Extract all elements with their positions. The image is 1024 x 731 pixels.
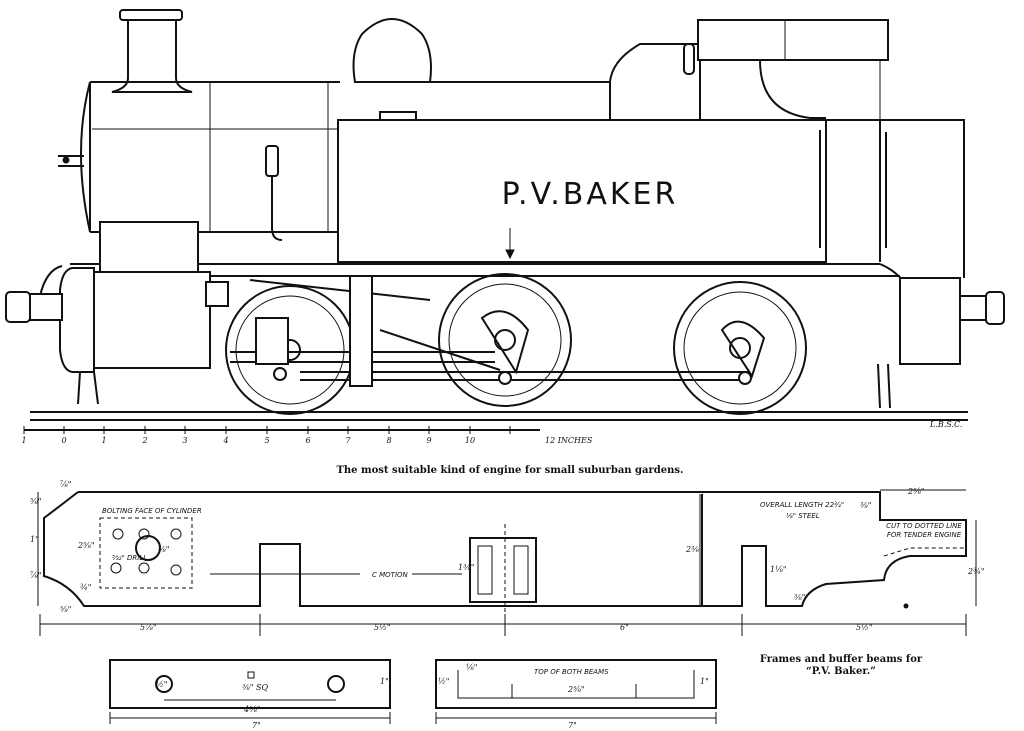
scale-bar: 1 0 1 2 3 4 5 6 7 8 9 10 12 INCHES L.B.S… — [21, 420, 962, 445]
dim-seg-4: 5½" — [856, 623, 873, 632]
scale-tick: 9 — [426, 436, 431, 445]
tender-note: CUT TO DOTTED LINE FOR TENDER ENGINE — [886, 522, 962, 539]
dim-right-height: 2¾" — [967, 567, 985, 576]
dim-slot-height: 1⅛" — [770, 565, 787, 574]
frame-plan — [43, 491, 967, 624]
beam-hole-spacing: 4⅝" — [243, 705, 261, 714]
drill-label: ⁵⁄₃₂" DRILL — [112, 554, 147, 562]
steel-label: ⅛" STEEL — [786, 512, 820, 520]
wheel-leading — [225, 285, 355, 415]
top-beam-inner: 2⅝" — [567, 685, 585, 694]
top-beam-length: 7" — [568, 721, 577, 730]
dim-right-top: 2⅝" — [907, 487, 925, 496]
dim-cyl-small: ⅜" — [158, 545, 169, 554]
cylinder — [91, 221, 229, 369]
dim-cyl-lower: ¾" — [80, 583, 91, 592]
top-beam-height: 1" — [700, 677, 709, 686]
dim-mid-height: 2⅜" — [685, 545, 703, 554]
side-tank — [337, 111, 827, 263]
dim-seg-2: 5½" — [374, 623, 391, 632]
cab — [430, 19, 965, 278]
loco-side-name: P.V.BAKER — [502, 177, 679, 212]
rail — [30, 411, 968, 421]
wheel-trailing — [673, 281, 807, 415]
dim-left-height: 1" — [30, 535, 39, 544]
valve-gear — [230, 275, 752, 387]
cylinder-label: BOLTING FACE OF CYLINDER — [102, 507, 202, 515]
dim-seg-3: 6" — [620, 623, 629, 632]
scale-tick: 1 — [101, 436, 106, 445]
chimney — [111, 9, 193, 93]
dim-cyl-width: 2⅝" — [77, 541, 95, 550]
dome — [352, 18, 432, 83]
caption-engine: The most suitable kind of engine for sma… — [336, 465, 683, 476]
scale-tick: 8 — [386, 436, 391, 445]
buffer-beam — [109, 659, 391, 724]
dim-left-height-top: ⅝" — [30, 497, 41, 506]
dim-left-bottom: ⅝" — [60, 605, 71, 614]
dim-right-bottom: ⅜" — [794, 593, 805, 602]
dim-seg-1: 5⅞" — [140, 623, 157, 632]
scale-tick: 7 — [345, 436, 351, 445]
locomotive-elevation: P.V.BAKER — [5, 9, 1005, 421]
scale-tick: 1 — [21, 436, 26, 445]
scale-tick: 4 — [222, 436, 228, 445]
beam-centre-mark: ⅜" SQ — [242, 683, 268, 692]
dim-left-lower: ⅞" — [30, 571, 41, 580]
smokebox-front — [80, 81, 91, 233]
motion-label: C MOTION — [372, 571, 409, 579]
top-beam-step: ⅛" — [466, 663, 477, 672]
scale-tick: 3 — [182, 436, 187, 445]
scale-tick: 12 INCHES — [545, 436, 593, 445]
dim-right-short: ⅜" — [860, 501, 871, 510]
beam-hole-dia: ½" — [156, 680, 167, 689]
overall-length-label: OVERALL LENGTH 22¾" — [760, 501, 844, 509]
dim-top-left: ⅞" — [60, 480, 71, 489]
beam-height: 1" — [380, 677, 389, 686]
scale-tick: 2 — [141, 436, 147, 445]
top-beam-note: TOP OF BOTH BEAMS — [534, 668, 609, 676]
scale-tick: 5 — [264, 436, 269, 445]
scale-tick: 6 — [305, 436, 310, 445]
front-buffers — [5, 267, 99, 405]
drawing-signature: L.B.S.C. — [929, 420, 962, 429]
top-beam-end: ½" — [438, 677, 449, 686]
beam-length: 7" — [252, 721, 261, 730]
frame-dimensions — [37, 489, 977, 636]
scale-tick: 10 — [465, 436, 475, 445]
rear-buffers — [877, 277, 1005, 409]
boiler — [90, 81, 340, 233]
scale-tick: 0 — [61, 436, 66, 445]
dim-bracket-height: 1⅜" — [458, 563, 475, 572]
wheel-driving — [438, 273, 572, 407]
top-beam — [435, 659, 717, 724]
caption-frames: Frames and buffer beams for “P.V. Baker.… — [760, 654, 922, 677]
